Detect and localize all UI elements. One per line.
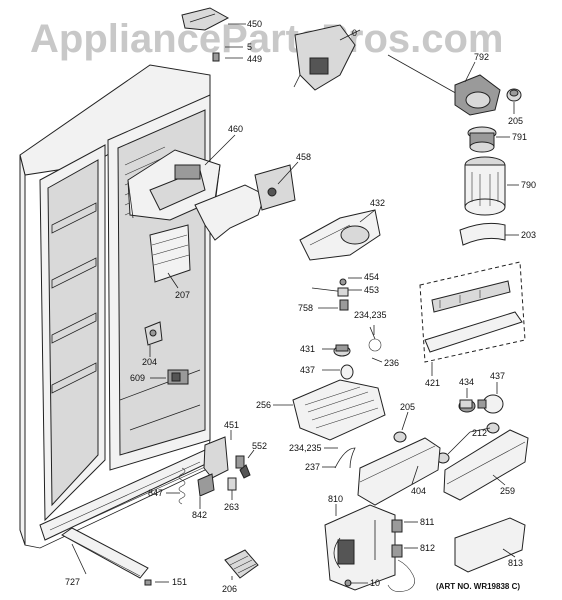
label-434: 434	[459, 377, 474, 387]
label-259: 259	[500, 486, 515, 496]
label-431: 431	[300, 344, 315, 354]
callout-labels: 450 5 449 0 792 205 791 790 203 460 458 …	[65, 19, 536, 594]
part-top-motor-assembly	[293, 24, 361, 91]
part-205-grommet	[393, 431, 407, 443]
label-10: 10	[370, 578, 380, 588]
part-151-screw	[144, 579, 152, 586]
label-421: 421	[425, 378, 440, 388]
part-205-cap-top	[506, 88, 522, 102]
label-xx0: 0	[352, 28, 357, 38]
part-259-cover	[443, 429, 529, 501]
part-434-socket	[458, 399, 476, 413]
label-451: 451	[224, 420, 239, 430]
label-151: 151	[172, 577, 187, 587]
label-758: 758	[298, 303, 313, 313]
label-791: 791	[512, 132, 527, 142]
part-842-cam	[197, 473, 215, 497]
part-454-453-rod	[311, 278, 349, 311]
part-237-clip	[334, 447, 356, 469]
part-207-cover	[149, 224, 191, 283]
label-437-left: 437	[300, 365, 315, 375]
label-552: 552	[252, 441, 267, 451]
label-458: 458	[296, 152, 311, 162]
label-5xx: 5	[247, 42, 252, 52]
part-792-valve	[387, 54, 501, 116]
label-432: 432	[370, 198, 385, 208]
part-432-housing	[299, 209, 381, 261]
label-206: 206	[222, 584, 237, 594]
part-437-bulb-right	[477, 394, 504, 414]
label-203: 203	[521, 230, 536, 240]
part-449-screw	[212, 52, 220, 62]
label-256: 256	[256, 400, 271, 410]
label-204: 204	[142, 357, 157, 367]
part-609-switch	[167, 369, 189, 385]
label-727: 727	[65, 577, 80, 587]
label-205-mid: 205	[400, 402, 415, 412]
watermark-text: AppliancePartsPros.com	[30, 17, 504, 61]
part-810-wiring-assembly	[324, 504, 415, 592]
part-460-duct	[127, 149, 221, 221]
label-237: 237	[305, 462, 320, 472]
part-552-bolt	[235, 455, 251, 479]
part-212-grommets	[436, 422, 500, 464]
label-811: 811	[420, 517, 434, 527]
label-810: 810	[328, 494, 343, 504]
label-847: 847	[148, 488, 163, 498]
part-451-hinge	[203, 436, 229, 479]
label-790: 790	[521, 180, 536, 190]
label-460: 460	[228, 124, 243, 134]
label-234-235-bottom: 234,235	[289, 443, 322, 453]
part-437-bulb-left	[340, 364, 354, 380]
part-256-tray	[292, 379, 386, 441]
part-206-grille	[224, 549, 259, 579]
leader-lines	[71, 23, 519, 584]
part-847-spring	[178, 467, 186, 505]
label-263: 263	[224, 502, 239, 512]
label-842: 842	[192, 510, 207, 520]
part-431-socket	[333, 344, 351, 357]
part-450-cap	[181, 7, 230, 31]
part-404-cover	[357, 437, 441, 506]
label-813: 813	[508, 558, 523, 568]
label-234-235-top: 234,235	[354, 310, 387, 320]
part-727-kickplate	[61, 527, 149, 579]
part-204-clip	[144, 321, 163, 346]
refrigerator-cabinet	[19, 64, 211, 549]
label-449: 449	[247, 54, 262, 64]
part-421-light-bar	[419, 261, 526, 363]
art-number: (ART NO. WR19838 C)	[436, 582, 520, 591]
label-437-right: 437	[490, 371, 505, 381]
label-236: 236	[384, 358, 399, 368]
part-203-bracket	[459, 222, 506, 246]
part-236-spring	[368, 326, 382, 352]
label-207: 207	[175, 290, 190, 300]
part-263-pin	[227, 477, 237, 491]
label-205-top: 205	[508, 116, 523, 126]
label-792: 792	[474, 52, 489, 62]
label-609: 609	[130, 373, 145, 383]
label-454: 454	[364, 272, 379, 282]
part-791-head	[467, 126, 497, 153]
label-404: 404	[411, 486, 426, 496]
part-813-trim	[454, 517, 526, 573]
label-453: 453	[364, 285, 379, 295]
label-812: 812	[420, 543, 435, 553]
label-212: 212	[472, 428, 487, 438]
part-790-filter	[464, 156, 506, 216]
label-450: 450	[247, 19, 262, 29]
